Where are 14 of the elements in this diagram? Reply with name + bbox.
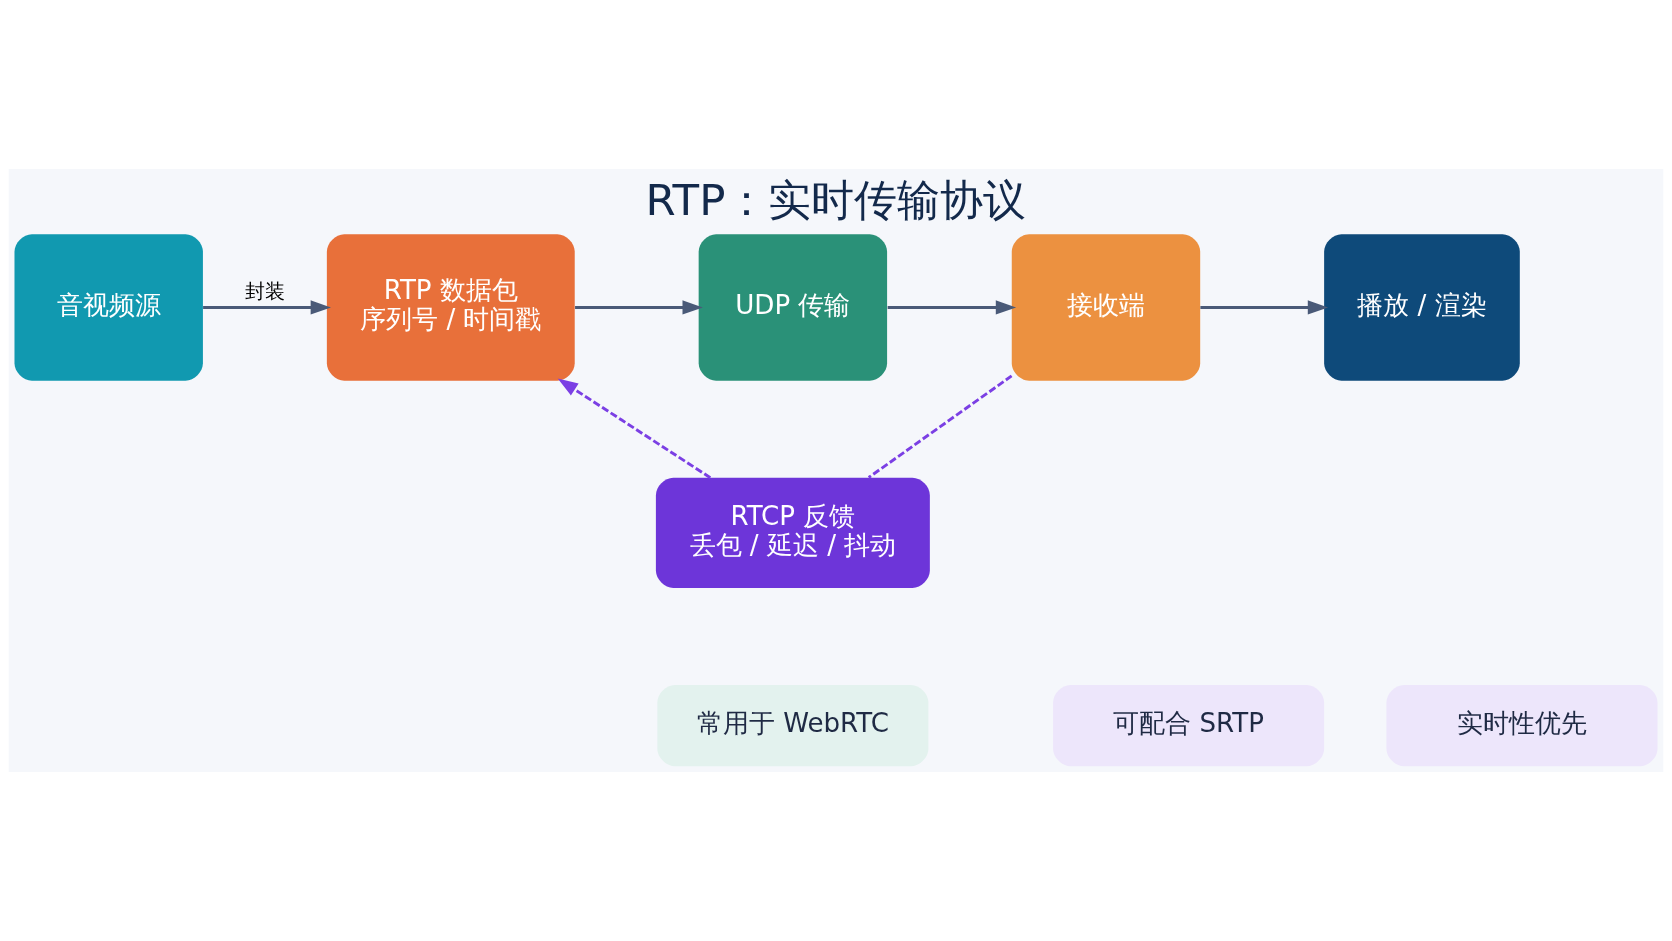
arrow (575, 300, 703, 315)
arrow (1200, 300, 1329, 315)
diagram-title: RTP：实时传输协议 (645, 175, 1027, 226)
arrow (557, 378, 712, 479)
node-box: 音视频源 (14, 234, 203, 381)
connector (867, 374, 1013, 479)
node-box: RTP 数据包 序列号 / 时间戳 (326, 234, 575, 381)
node-box: UDP 传输 (698, 234, 888, 381)
arrow (887, 300, 1017, 315)
arrow (203, 300, 331, 315)
edge-label: 封装 (244, 278, 285, 303)
node-box: RTCP 反馈 丢包 / 延迟 / 抖动 (655, 477, 930, 588)
node-box: 播放 / 渲染 (1324, 234, 1520, 381)
node-box: 接收端 (1011, 234, 1201, 381)
